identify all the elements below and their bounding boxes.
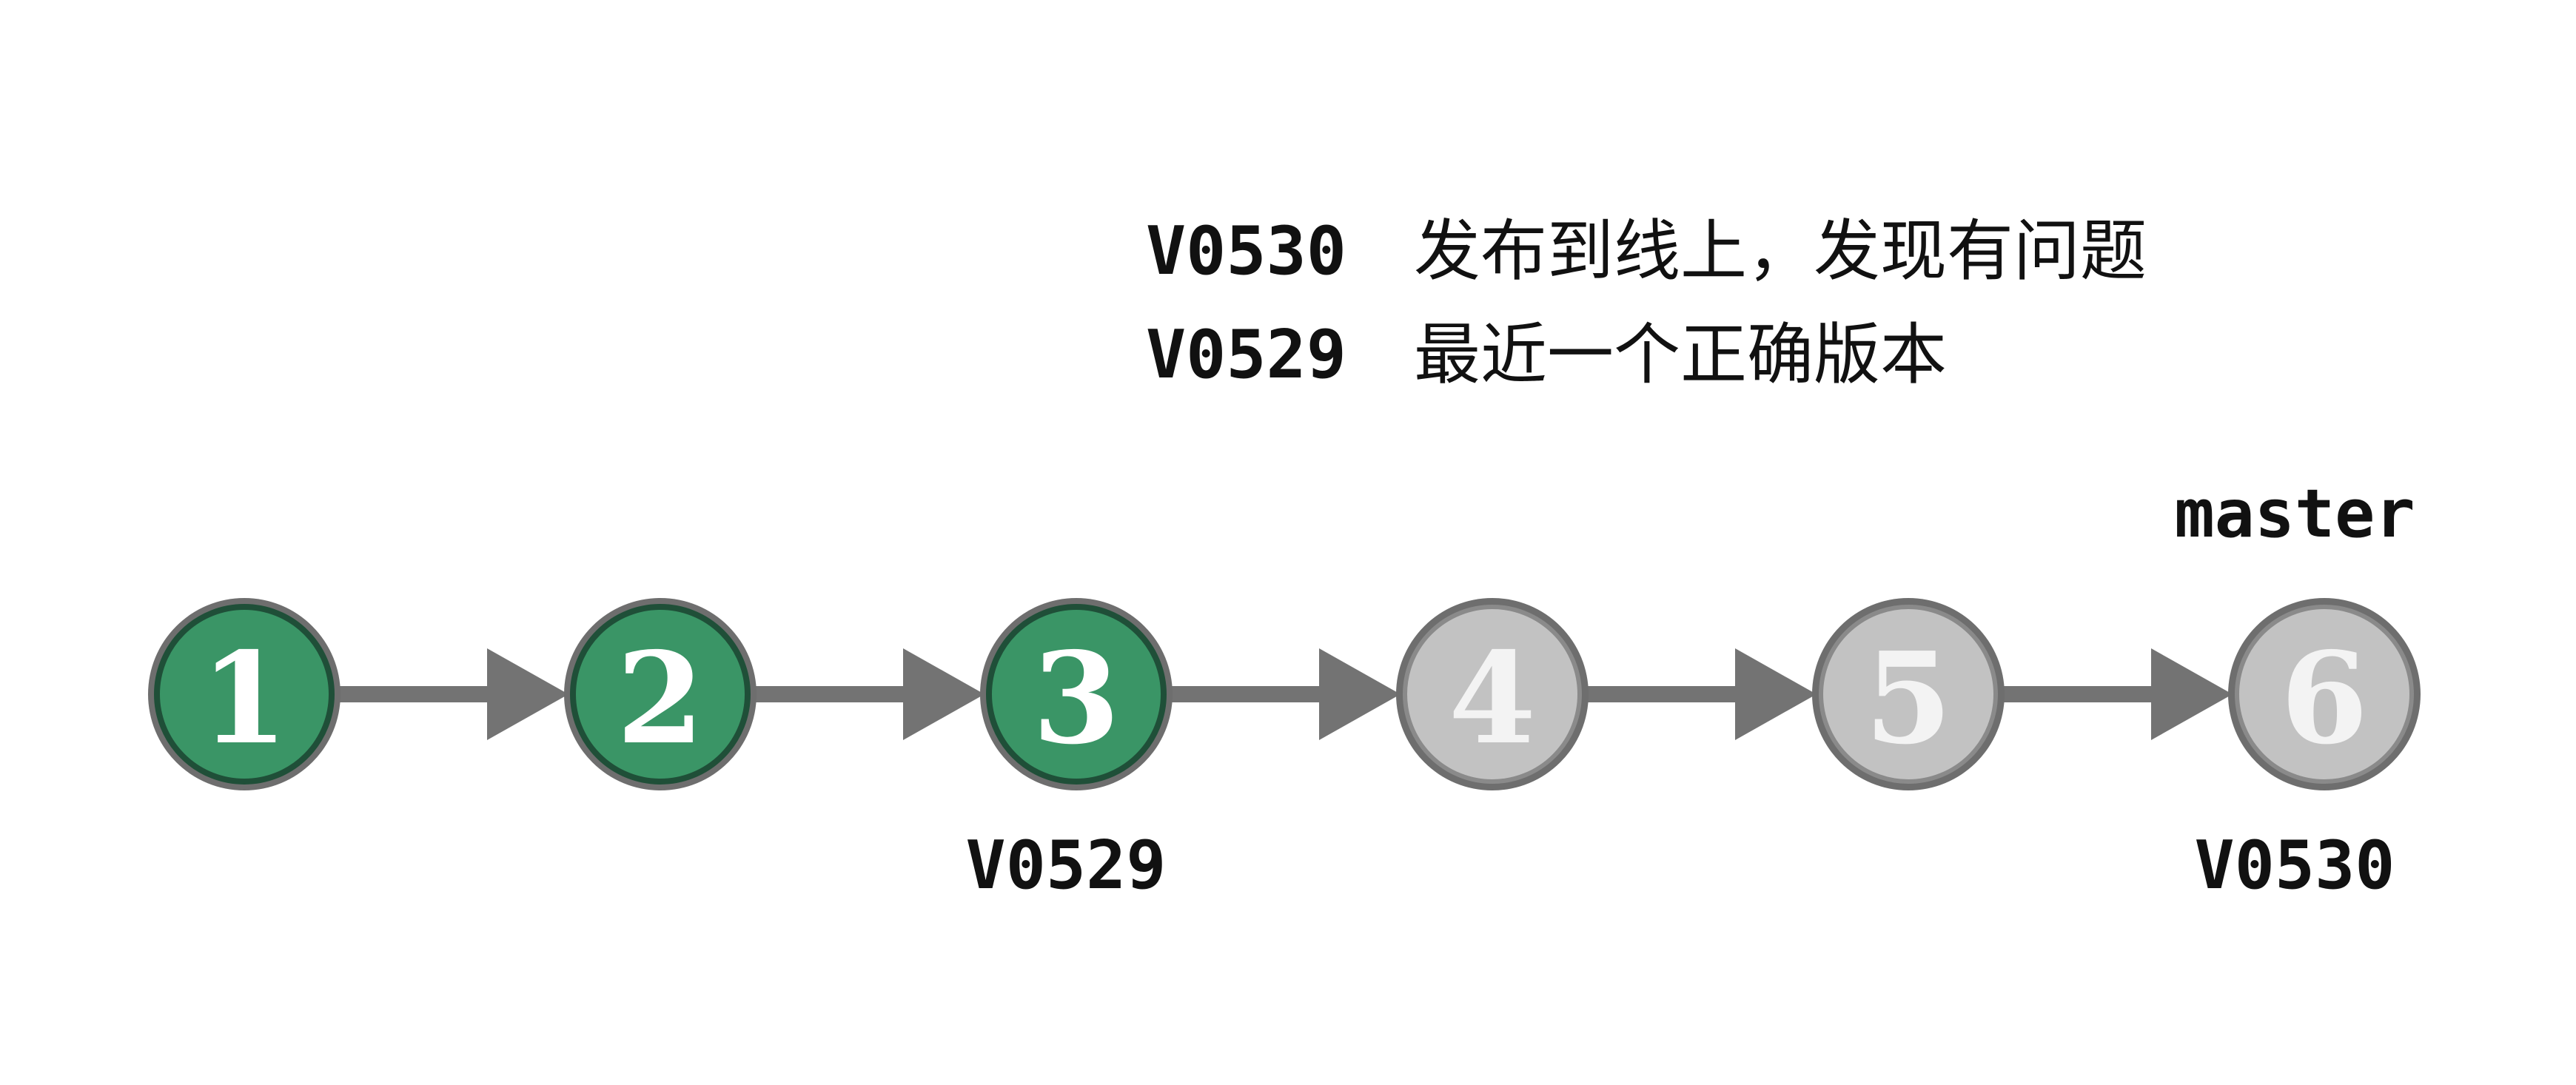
note-tag-v0530: V0530	[1146, 212, 1346, 290]
arrow-4-to-5	[1586, 648, 1817, 740]
arrow-head	[487, 648, 568, 740]
arrow-head	[2151, 648, 2233, 740]
tag-label-v0529: V0529	[966, 827, 1167, 904]
commit-node-6: 6	[2228, 598, 2421, 790]
arrow-2-to-3	[754, 648, 985, 740]
commit-node-5-fill	[1819, 605, 1998, 784]
arrow-head	[1319, 648, 1401, 740]
commit-node-1: 1	[148, 598, 341, 790]
arrow-head	[1735, 648, 1817, 740]
arrow-1-to-2	[338, 648, 568, 740]
commit-node-3-fill	[986, 604, 1167, 785]
commit-node-3: 3	[980, 598, 1173, 790]
branch-label-master: master	[2174, 475, 2415, 553]
commit-node-4-label: 4	[1449, 625, 1536, 773]
note-tag-v0529: V0529	[1146, 316, 1346, 394]
commit-node-4-fill	[1403, 605, 1582, 784]
commit-node-5-label: 5	[1865, 625, 1952, 773]
commit-node-2: 2	[564, 598, 757, 790]
commit-nodes: 1 2 3 4 5 6	[148, 598, 2421, 790]
commit-node-6-fill	[2235, 605, 2414, 784]
commit-node-4: 4	[1396, 598, 1589, 790]
note-text-v0530: 发布到线上，发现有问题	[1414, 212, 2147, 290]
arrow-head	[903, 648, 985, 740]
annotation-notes: V0530 发布到线上，发现有问题 V0529 最近一个正确版本	[1146, 212, 2147, 394]
commit-node-3-label: 3	[1033, 625, 1120, 773]
commit-node-5: 5	[1812, 598, 2005, 790]
arrow-5-to-6	[2002, 648, 2233, 740]
arrow-3-to-4	[1170, 648, 1401, 740]
commit-node-1-label: 1	[201, 625, 288, 773]
commit-arrows	[338, 648, 2233, 740]
commit-node-6-label: 6	[2281, 625, 2368, 773]
commit-node-2-fill	[570, 604, 751, 785]
note-text-v0529: 最近一个正确版本	[1414, 316, 1947, 394]
commit-node-1-fill	[154, 604, 335, 785]
tag-label-v0530: V0530	[2195, 827, 2395, 904]
commit-node-2-label: 2	[617, 625, 704, 773]
